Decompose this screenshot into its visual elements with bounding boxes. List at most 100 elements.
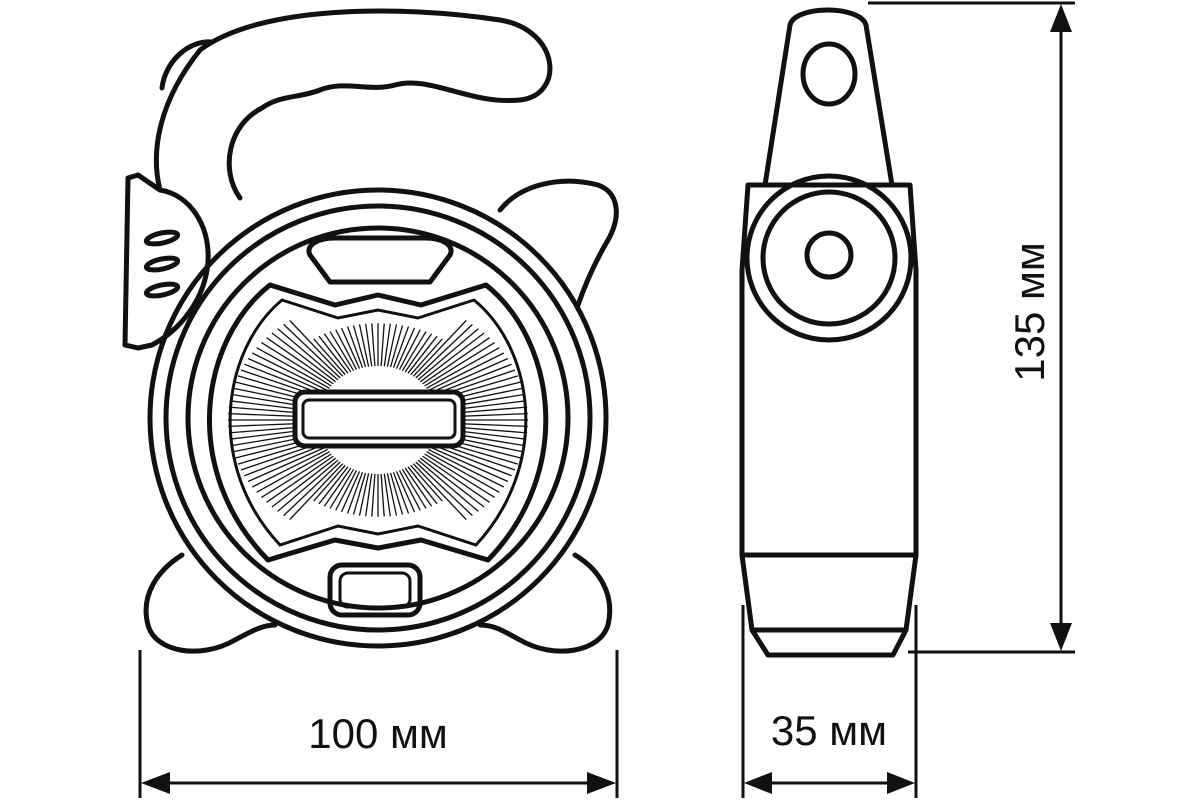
reflector-ray — [386, 324, 398, 367]
reflector-ray — [352, 472, 367, 515]
side-bottom-cap — [739, 552, 919, 658]
side-grip-slot — [143, 281, 181, 299]
reflector-ray — [340, 471, 361, 513]
reflector-ray — [340, 327, 361, 369]
reflector-ray — [428, 352, 505, 392]
side-view — [739, 7, 919, 658]
reflector-ray — [392, 471, 410, 514]
reflector-ray — [261, 453, 332, 498]
reflector-ray — [313, 464, 346, 502]
reflector-ray — [401, 468, 427, 509]
reflector-ray — [389, 325, 404, 368]
right-foot — [477, 552, 613, 654]
reflector-ray — [415, 323, 473, 379]
reflector-ray — [266, 455, 334, 503]
reflector-ray — [247, 357, 327, 394]
reflector-ray — [424, 342, 495, 387]
reflector-ray — [380, 323, 385, 367]
reflector-ray — [329, 468, 355, 509]
reflector-ray — [383, 473, 391, 517]
reflector-ray — [401, 331, 427, 372]
reflector-ray — [428, 448, 505, 488]
led-bar — [292, 389, 466, 449]
side-dial-outer — [744, 173, 914, 343]
hanging-hole — [800, 41, 858, 107]
reflector-ray — [404, 333, 433, 373]
reflector-ray — [261, 342, 332, 387]
depth-label: 35 мм — [771, 707, 887, 754]
side-dial-inner — [760, 189, 898, 327]
reflector-ray — [431, 443, 512, 477]
reflector-ray — [404, 467, 433, 507]
reflector-ray — [398, 329, 421, 370]
height-label: 135 мм — [1006, 242, 1053, 382]
reflector-ray — [346, 326, 364, 369]
reflector-ray — [283, 323, 341, 379]
width-label: 100 мм — [308, 710, 448, 757]
reflector-ray — [424, 453, 495, 498]
reflector-ray — [429, 446, 509, 483]
side-body — [739, 182, 919, 558]
reflector-ray — [323, 467, 352, 507]
reflector-ray — [251, 352, 328, 392]
reflector-ray — [420, 332, 485, 383]
reflector-ray — [352, 325, 367, 368]
dimension-height: 135 мм — [868, 1, 1075, 654]
reflector-ray — [389, 472, 404, 515]
reflector-ray — [365, 473, 373, 517]
reflector-ray — [412, 320, 467, 377]
reflector-ray — [256, 451, 330, 493]
hanging-tab — [762, 7, 895, 188]
reflector-ray — [244, 443, 325, 477]
handle-cap — [159, 39, 215, 91]
reflector-ray — [398, 470, 421, 511]
reflector-ray — [407, 335, 438, 374]
reflector-ray — [318, 466, 349, 505]
reflector-ray — [410, 338, 443, 376]
lens-inner-frame — [228, 298, 528, 547]
reflector-ray — [380, 473, 385, 517]
reflector-ray — [318, 335, 349, 374]
power-button — [327, 562, 423, 618]
side-grip-slot — [143, 229, 181, 247]
reflector-ray — [371, 323, 376, 367]
reflector-ray — [335, 470, 358, 511]
reflector-ray — [271, 332, 336, 383]
reflector-ray — [289, 463, 344, 520]
top-window — [306, 235, 454, 285]
dimension-width: 100 мм — [138, 650, 619, 798]
side-grip-slot — [143, 255, 181, 273]
reflector-ray — [383, 323, 391, 367]
reflector-ray — [256, 347, 330, 389]
reflector-ray — [358, 473, 370, 516]
led-bar-inner — [301, 398, 457, 440]
front-view — [122, 8, 619, 654]
reflector-ray — [277, 459, 339, 512]
reflector-ray — [420, 457, 485, 508]
right-ear — [497, 178, 619, 308]
reflector-ray — [410, 464, 443, 502]
reflector-ray — [415, 461, 473, 517]
reflector-ray — [329, 331, 355, 372]
reflector-ray — [277, 328, 339, 381]
reflector-ray — [335, 329, 358, 370]
left-foot — [143, 552, 278, 654]
reflector-ray — [247, 446, 327, 483]
reflector-ray — [426, 347, 500, 389]
reflector-ray — [271, 457, 336, 508]
reflector-ray — [392, 326, 410, 369]
reflector-ray — [371, 473, 376, 517]
dimension-depth: 35 мм — [741, 605, 918, 798]
reflector-ray — [417, 328, 479, 381]
reflector-ray — [323, 333, 352, 373]
lens-window — [206, 282, 549, 563]
reflector-ray — [266, 337, 334, 385]
reflector-ray — [289, 320, 344, 377]
body-outer-ring — [147, 187, 609, 649]
reflector-ray — [422, 337, 490, 385]
reflector-ray — [283, 461, 341, 517]
reflector-ray — [395, 471, 416, 513]
reflector-ray — [426, 451, 500, 493]
reflector-ray — [422, 455, 490, 503]
reflector-ray — [395, 327, 416, 369]
